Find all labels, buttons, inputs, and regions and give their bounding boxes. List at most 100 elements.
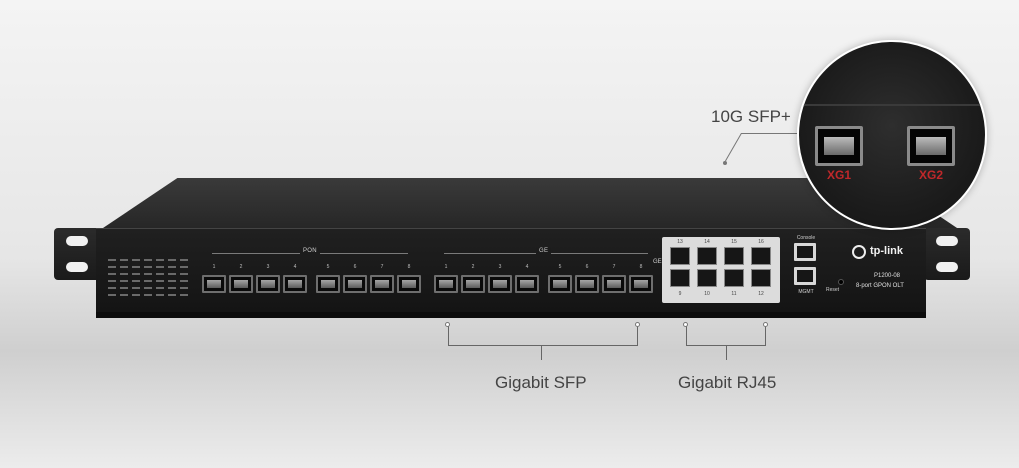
xg2-port[interactable] [907, 126, 955, 166]
mgmt-label: MGMT [798, 289, 814, 295]
status-led [144, 273, 152, 275]
callout-stem [541, 346, 542, 360]
status-led [144, 259, 152, 261]
reset-button[interactable] [838, 279, 844, 285]
mount-hole [66, 236, 88, 246]
sfp-port[interactable] [202, 275, 226, 293]
zoom-inset: XG1 XG2 [797, 40, 987, 230]
gigabit-sfp-bracket [448, 326, 638, 346]
mount-hole [66, 262, 88, 272]
sfp-port[interactable] [316, 275, 340, 293]
mount-hole [936, 262, 958, 272]
sfp-port[interactable] [283, 275, 307, 293]
status-led [168, 287, 176, 289]
rj45-port[interactable] [724, 269, 744, 287]
callout-dot [445, 322, 450, 327]
xg1-port[interactable] [815, 126, 863, 166]
status-led [168, 280, 176, 282]
rj45-port[interactable] [724, 247, 744, 265]
ge-side-label: GE [653, 259, 662, 265]
rj45-port[interactable] [751, 247, 771, 265]
sfp-port[interactable] [515, 275, 539, 293]
status-led [180, 294, 188, 296]
port-number-label: 5 [558, 264, 562, 270]
status-led [168, 259, 176, 261]
port-number-label: 4 [293, 264, 297, 270]
port-number-label: 6 [585, 264, 589, 270]
rack-ear-left [54, 228, 100, 280]
sfp-port[interactable] [548, 275, 572, 293]
ten-g-sfp-label: 10G SFP+ [711, 107, 791, 126]
sfp-port[interactable] [602, 275, 626, 293]
rj45-port[interactable] [751, 269, 771, 287]
rj45-port[interactable] [697, 269, 717, 287]
console-label: Console [796, 235, 816, 241]
rj45-port-number: 16 [758, 239, 764, 245]
sfp-port[interactable] [370, 275, 394, 293]
reset-label: Reset [826, 287, 840, 293]
status-led [132, 280, 140, 282]
status-led [144, 266, 152, 268]
rack-ear-right [924, 228, 970, 280]
callout-dot [723, 161, 727, 165]
sfp-port[interactable] [488, 275, 512, 293]
status-led [144, 280, 152, 282]
sfp-port[interactable] [575, 275, 599, 293]
model-number: P1200-08 [874, 273, 901, 279]
rj45-port-number: 15 [731, 239, 737, 245]
sfp-port[interactable] [434, 275, 458, 293]
port-number-label: 3 [498, 264, 502, 270]
status-led [132, 294, 140, 296]
port-number-label: 5 [326, 264, 330, 270]
status-led [108, 294, 116, 296]
status-led [156, 280, 164, 282]
status-led [132, 259, 140, 261]
status-led [156, 266, 164, 268]
console-port[interactable] [794, 243, 816, 261]
status-led [132, 273, 140, 275]
panel-bottom-edge [96, 312, 926, 318]
status-led [108, 259, 116, 261]
rj45-port-number: 9 [678, 291, 682, 297]
rj45-port[interactable] [670, 247, 690, 265]
xg2-label: XG2 [919, 168, 944, 182]
tp-link-logo-icon [852, 245, 866, 259]
port-number-label: 6 [353, 264, 357, 270]
sfp-port[interactable] [229, 275, 253, 293]
status-led-matrix [108, 259, 196, 301]
gigabit-sfp-label: Gigabit SFP [495, 373, 587, 392]
rj45-port[interactable] [697, 247, 717, 265]
status-led [120, 287, 128, 289]
callout-dot [635, 322, 640, 327]
mount-hole [936, 236, 958, 246]
mgmt-port[interactable] [794, 267, 816, 285]
status-led [108, 287, 116, 289]
sfp-port[interactable] [397, 275, 421, 293]
status-led [156, 294, 164, 296]
management-ports: Console MGMT [790, 235, 822, 301]
callout-leader-horizontal [741, 133, 801, 134]
status-led [120, 294, 128, 296]
status-led [168, 294, 176, 296]
status-led [120, 259, 128, 261]
status-led [120, 273, 128, 275]
sfp-port[interactable] [343, 275, 367, 293]
brand-name: tp-link [870, 245, 903, 257]
sfp-port[interactable] [629, 275, 653, 293]
rj45-port-number: 13 [677, 239, 683, 245]
sfp-port[interactable] [461, 275, 485, 293]
callout-dot [683, 322, 688, 327]
rj45-port[interactable] [670, 269, 690, 287]
port-number-label: 8 [407, 264, 411, 270]
port-number-label: 2 [471, 264, 475, 270]
status-led [144, 294, 152, 296]
status-led [180, 273, 188, 275]
sfp-port[interactable] [256, 275, 280, 293]
status-led [180, 259, 188, 261]
callout-dot [763, 322, 768, 327]
port-number-label: 3 [266, 264, 270, 270]
xg1-label: XG1 [827, 168, 852, 182]
